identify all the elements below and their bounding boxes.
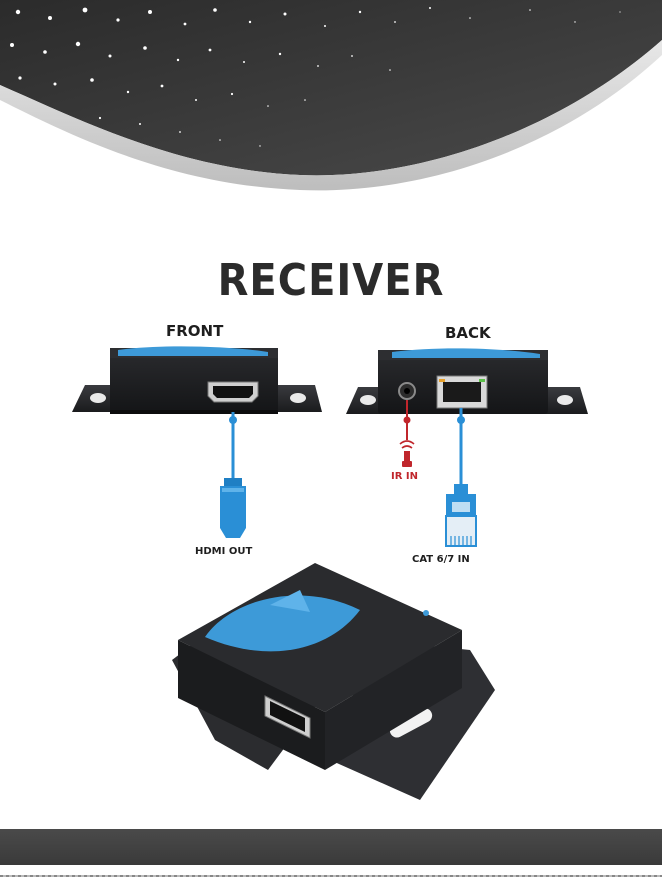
receiver-perspective-view — [172, 563, 495, 800]
ir-receiver-icon — [400, 441, 414, 467]
hdmi-cable-plug — [220, 478, 246, 538]
hdmi-connector-icon — [208, 382, 258, 402]
receiver-front-view — [72, 346, 322, 538]
footer-rule — [0, 875, 662, 877]
footer-bar — [0, 829, 662, 865]
rj45-connector-icon — [446, 484, 476, 546]
receiver-back-view — [346, 348, 588, 546]
rj45-port-icon — [437, 376, 487, 408]
